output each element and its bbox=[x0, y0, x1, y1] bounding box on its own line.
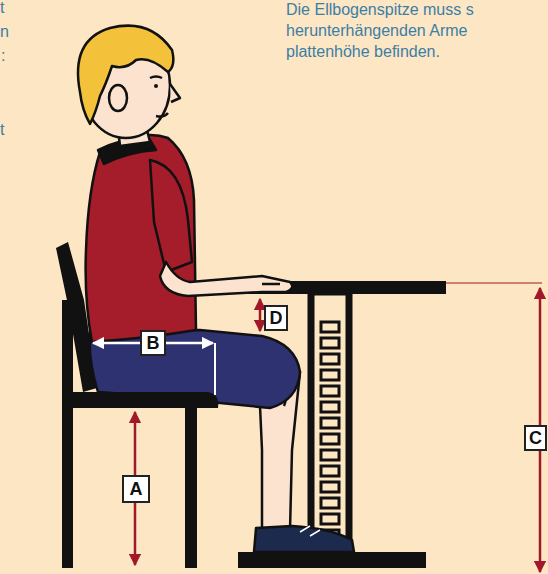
dimension-letter: D bbox=[270, 308, 283, 328]
dimension-letter: A bbox=[130, 479, 143, 499]
dimension-letter-box: B bbox=[140, 330, 166, 356]
dimension-letter-box: C bbox=[524, 425, 547, 451]
dimension-letter-box: A bbox=[122, 475, 150, 503]
dimension-letter: B bbox=[147, 333, 160, 353]
dimension-arrows bbox=[93, 283, 542, 572]
table bbox=[212, 281, 446, 568]
dimension-letter-box: D bbox=[264, 305, 288, 331]
dimension-letter: C bbox=[529, 428, 542, 448]
chair-seat bbox=[66, 392, 218, 568]
note-text: Die Ellbogenspitze muss s bbox=[286, 0, 474, 20]
child-figure bbox=[78, 26, 354, 552]
cropped-text: : bbox=[1, 46, 5, 66]
cropped-text: t bbox=[0, 120, 4, 140]
cropped-text: t bbox=[0, 0, 4, 18]
note-text: plattenhöhe befinden. bbox=[286, 42, 440, 62]
note-text: herunterhängenden Arme bbox=[286, 21, 467, 41]
cropped-text: n bbox=[0, 22, 9, 42]
